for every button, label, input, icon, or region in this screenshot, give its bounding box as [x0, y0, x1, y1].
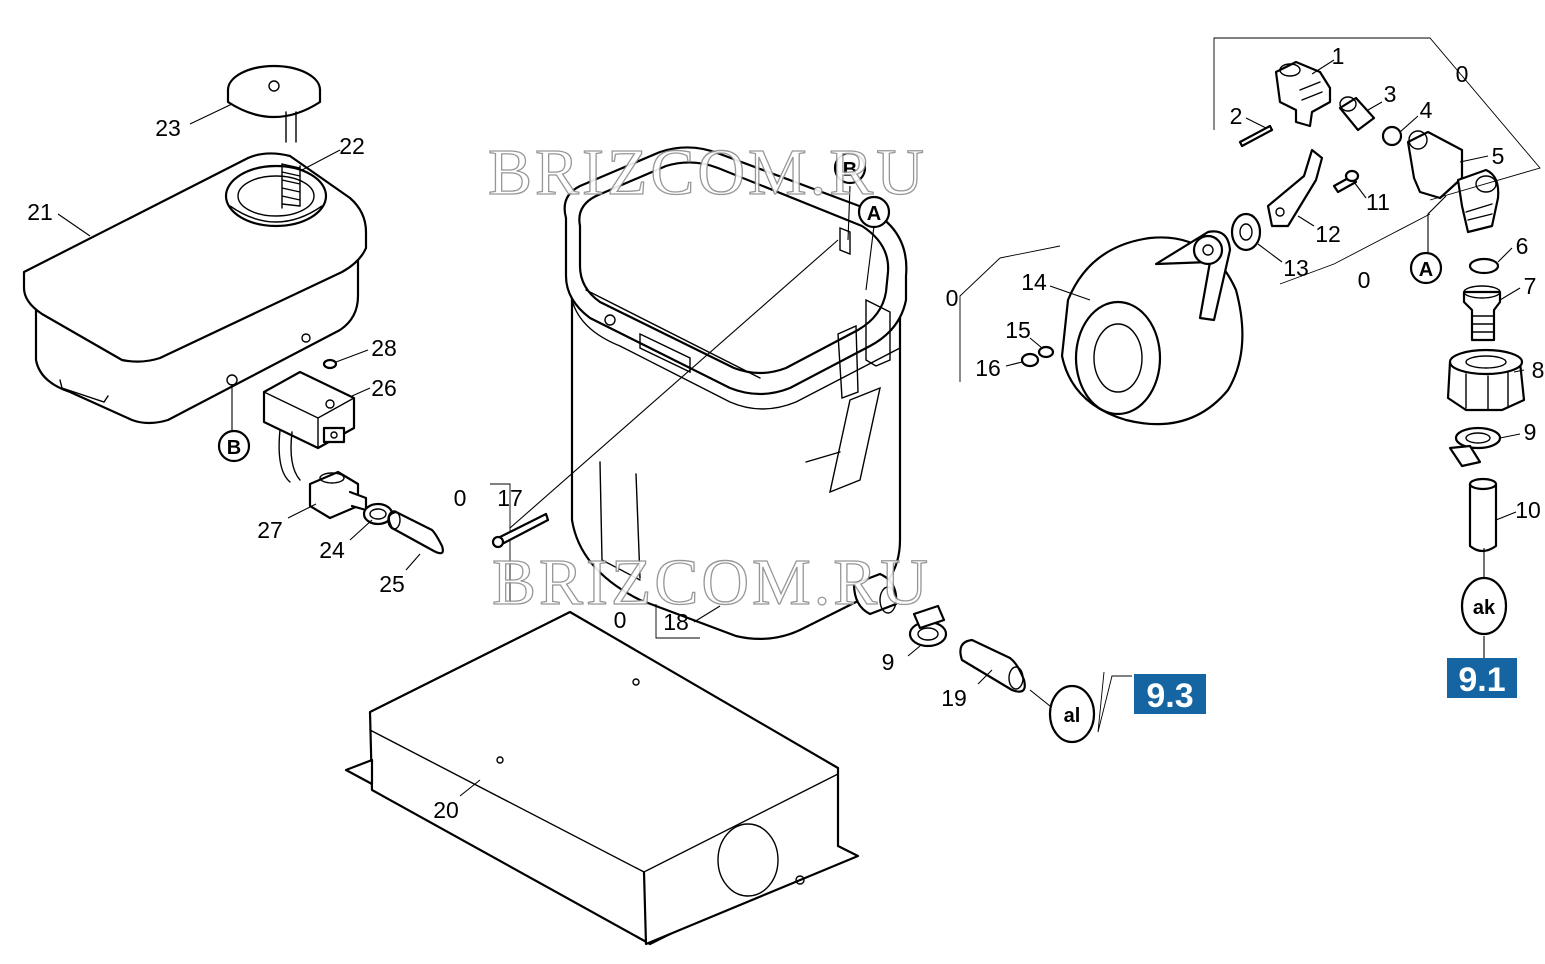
svg-text:B: B — [843, 159, 857, 181]
union-nut-8 — [1446, 348, 1526, 412]
gear-13 — [1230, 212, 1262, 252]
label-22: 22 — [339, 133, 365, 159]
label-0-ball: 0 — [946, 285, 959, 311]
label-20: 20 — [433, 797, 459, 823]
svg-text:B: B — [227, 437, 241, 459]
hose-10 — [1468, 477, 1498, 553]
clamp-24 — [362, 502, 394, 526]
label-9-right: 9 — [1524, 419, 1537, 445]
watermark-top: BRIZCOM.RU — [488, 136, 927, 209]
svg-text:A: A — [867, 203, 881, 225]
label-12: 12 — [1315, 221, 1341, 247]
svg-text:9.1: 9.1 — [1458, 661, 1505, 699]
label-5: 5 — [1492, 143, 1505, 169]
connector-a-right: A — [1409, 251, 1443, 285]
pin-2 — [1238, 124, 1274, 148]
svg-text:ak: ak — [1473, 597, 1496, 619]
valve-body-1 — [1274, 60, 1332, 128]
label-13: 13 — [1283, 255, 1309, 281]
label-3: 3 — [1384, 81, 1397, 107]
label-0-tank: 0 — [614, 607, 627, 633]
label-6: 6 — [1516, 233, 1529, 259]
sleeve-3 — [1338, 96, 1376, 132]
ref-badge-9-3[interactable]: 9.3 — [1134, 674, 1206, 715]
clamp-9-right — [1448, 426, 1502, 468]
base-plate-20 — [344, 610, 860, 946]
split-pin-17 — [491, 512, 550, 549]
lever-12 — [1266, 148, 1324, 228]
ref-badge-9-1[interactable]: 9.1 — [1447, 658, 1517, 699]
svg-text:9.3: 9.3 — [1146, 677, 1193, 715]
label-0-pin: 0 — [454, 485, 467, 511]
cap-23 — [226, 64, 322, 143]
label-14: 14 — [1021, 269, 1047, 295]
label-25: 25 — [379, 571, 405, 597]
label-23: 23 — [155, 115, 181, 141]
hose-19 — [959, 638, 1026, 693]
plug-28 — [322, 358, 338, 370]
svg-text:al: al — [1064, 705, 1081, 727]
label-19: 19 — [941, 685, 967, 711]
fitting-27 — [308, 470, 368, 520]
seal-4 — [1381, 125, 1403, 147]
label-0-mid: 0 — [1358, 267, 1371, 293]
label-21: 21 — [27, 199, 53, 225]
label-26: 26 — [371, 375, 397, 401]
label-28: 28 — [371, 335, 397, 361]
label-16: 16 — [975, 355, 1001, 381]
connector-ak: ak — [1460, 576, 1508, 636]
group-brackets — [490, 37, 1541, 733]
label-18: 18 — [663, 609, 689, 635]
label-10: 10 — [1515, 497, 1541, 523]
label-9-center: 9 — [882, 649, 895, 675]
connector-b-left: B — [217, 429, 251, 463]
label-8: 8 — [1532, 357, 1545, 383]
tank-21 — [22, 152, 368, 425]
part-numbers: 1 0 2 3 4 5 6 7 8 9 10 11 12 13 0 14 0 1… — [27, 43, 1544, 823]
leader-lines — [57, 59, 1525, 797]
watermarks: BRIZCOM.RU BRIZCOM.RU — [487, 135, 931, 619]
label-27: 27 — [257, 517, 283, 543]
label-2: 2 — [1230, 103, 1243, 129]
watermark-bottom: BRIZCOM.RU — [492, 546, 931, 619]
label-11: 11 — [1366, 189, 1390, 215]
float-ball-14 — [1060, 230, 1244, 426]
connector-a-upper: A — [857, 195, 891, 229]
connector-b-upper: B — [833, 151, 867, 185]
label-1: 1 — [1332, 43, 1345, 69]
o-ring-6 — [1468, 257, 1500, 275]
label-15: 15 — [1005, 317, 1031, 343]
label-7: 7 — [1524, 273, 1537, 299]
nut-16 — [1020, 352, 1040, 368]
connector-al: al — [1048, 684, 1096, 744]
label-24: 24 — [319, 537, 345, 563]
hose-25 — [387, 510, 444, 555]
svg-text:A: A — [1419, 259, 1433, 281]
screw-11 — [1332, 169, 1360, 194]
hose-nozzle-7 — [1462, 285, 1502, 342]
label-0-top: 0 — [1456, 61, 1469, 87]
clamp-9-center — [908, 604, 948, 648]
label-4: 4 — [1420, 97, 1433, 123]
solenoid-valve-26 — [262, 370, 356, 483]
spring-22 — [281, 163, 301, 209]
valve-5 — [1406, 130, 1500, 234]
float-tank — [563, 146, 908, 640]
washer-15 — [1037, 345, 1055, 359]
label-17: 17 — [497, 485, 523, 511]
